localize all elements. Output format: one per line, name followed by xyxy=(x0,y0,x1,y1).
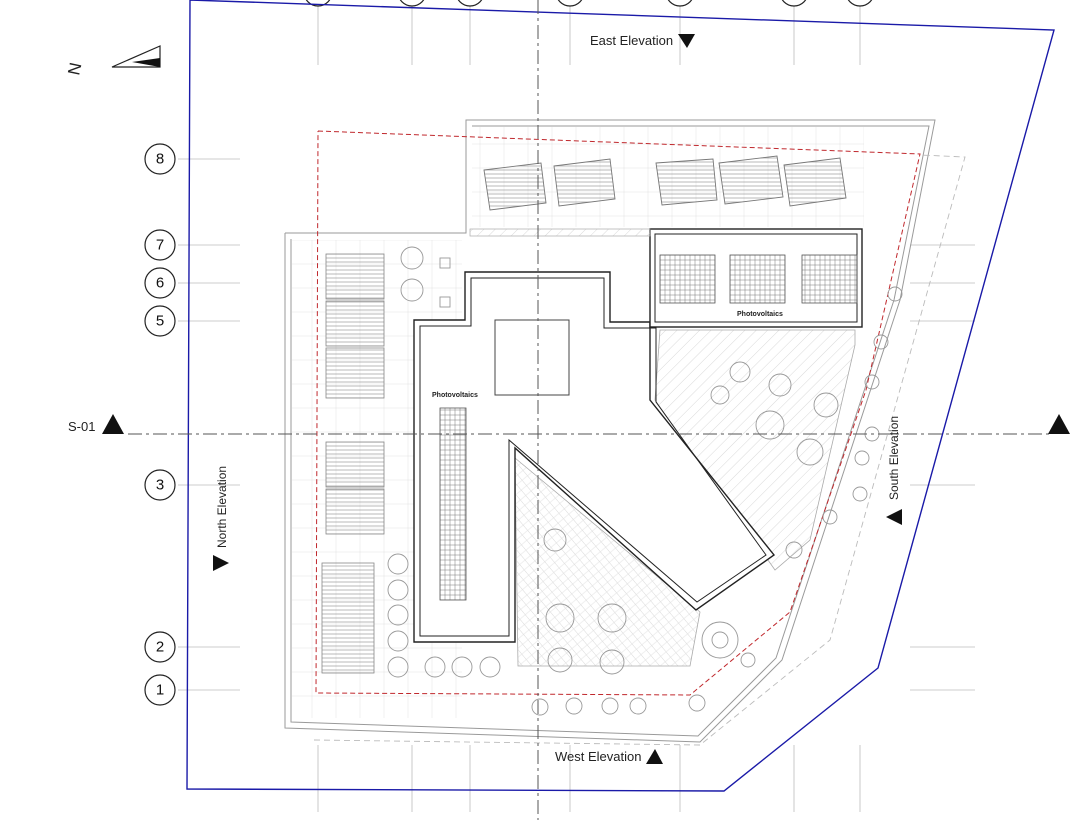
west-elevation-marker xyxy=(646,749,663,764)
setback-line xyxy=(315,130,921,696)
grid-number: 3 xyxy=(156,477,164,494)
courtyard-hatch-west xyxy=(514,457,701,667)
grid-number: 5 xyxy=(156,313,164,330)
dashed-outline xyxy=(313,154,966,746)
north-arrow-icon: N xyxy=(64,45,161,77)
louver-panels-north xyxy=(321,253,385,674)
section-marker-right xyxy=(1048,414,1070,434)
grid-bubbles-left xyxy=(144,143,176,706)
walkway xyxy=(469,228,651,237)
grid-bubbles-top xyxy=(305,0,873,7)
south-elevation-label: South Elevation xyxy=(887,416,901,500)
grid-bubble-3 xyxy=(144,469,176,501)
east-elevation-marker xyxy=(678,34,695,48)
solar-collectors-top xyxy=(483,155,847,211)
grid-bubble-5 xyxy=(144,305,176,337)
grid-bubble-8 xyxy=(144,143,176,175)
pv-label-upper: Photovoltaics xyxy=(737,311,783,318)
grid-number: 1 xyxy=(156,682,164,699)
grid-bubble-7 xyxy=(144,229,176,261)
south-elevation-marker xyxy=(886,509,902,525)
west-elevation-label: West Elevation xyxy=(555,749,641,764)
terrace-outline xyxy=(284,119,936,743)
section-label: S-01 xyxy=(68,419,95,434)
pv-roof-block xyxy=(649,228,863,328)
grid-bubble-6 xyxy=(144,267,176,299)
pv-label-left: Photovoltaics xyxy=(432,392,478,399)
site-boundary xyxy=(186,0,1055,792)
grid-lines-vertical xyxy=(317,0,861,812)
grid-bubble-1 xyxy=(144,674,176,706)
courtyard-hatch-south xyxy=(654,329,856,571)
grid-number: 6 xyxy=(156,275,164,292)
pv-strip-left xyxy=(439,407,467,601)
north-symbol: N xyxy=(64,61,85,77)
grid-bubble-2 xyxy=(144,631,176,663)
grid-number: 8 xyxy=(156,151,164,168)
north-elevation-label: North Elevation xyxy=(215,466,229,548)
north-elevation-marker xyxy=(213,555,229,571)
grid-number: 7 xyxy=(156,237,164,254)
planters xyxy=(387,246,501,678)
section-marker-left xyxy=(102,414,124,434)
courtyard-trees xyxy=(543,361,839,675)
east-elevation-label: East Elevation xyxy=(590,33,673,48)
grid-numbers: 8 7 6 5 3 2 1 xyxy=(156,151,164,699)
grid-number: 2 xyxy=(156,639,164,656)
central-void xyxy=(494,319,570,396)
